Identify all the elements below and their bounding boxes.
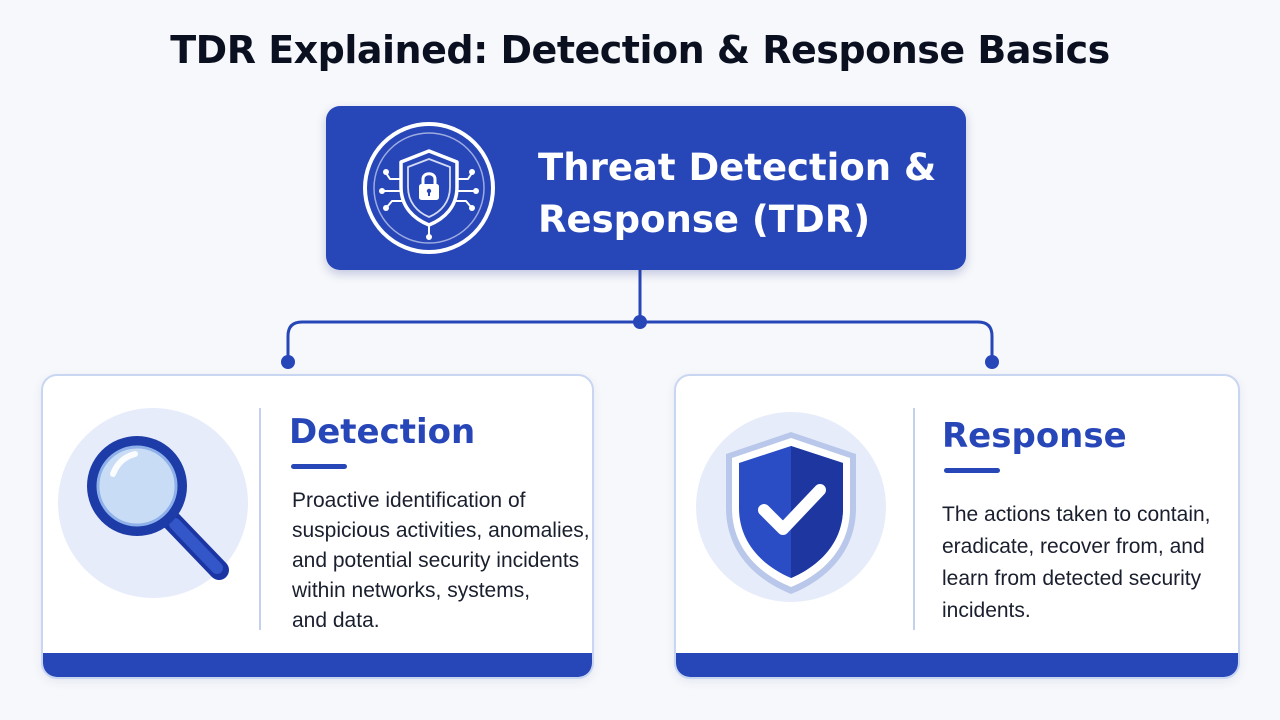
detection-divider [259,408,261,630]
detection-card: Detection Proactive identification of su… [41,374,594,679]
connector-junction-dot [633,315,647,329]
detection-description-line: within networks, systems, [292,579,531,602]
response-divider [913,408,915,630]
response-card: Response The actions taken to contain, e… [674,374,1240,679]
detection-description-line: and data. [292,609,380,632]
response-description: The actions taken to contain, eradicate,… [942,499,1211,627]
connector-branch-right [640,320,994,362]
response-description-line: incidents. [942,599,1031,622]
detection-description-line: Proactive identification of [292,489,526,512]
response-card-accent-bar [676,653,1238,677]
main-node-title-line1: Threat Detection & [538,146,937,189]
detection-description-line: and potential security incidents [292,549,580,572]
connector-end-dot-left [281,355,295,369]
connector-branch-left [286,320,640,362]
main-node-title: Threat Detection & Response (TDR) [538,142,948,246]
response-heading-underline [944,468,1000,473]
response-description-line: learn from detected security [942,567,1202,590]
response-heading: Response [942,416,1127,456]
magnifying-glass-icon [71,420,241,590]
detection-heading-underline [291,464,347,469]
detection-description: Proactive identification of suspicious a… [292,486,590,636]
main-node-title-line2: Response (TDR) [538,198,871,241]
shield-lock-icon [362,121,496,255]
main-node: Threat Detection & Response (TDR) [326,106,966,270]
response-description-line: The actions taken to contain, [942,503,1211,526]
detection-description-line: suspicious activities, anomalies, [292,519,590,542]
shield-check-icon [716,428,866,598]
page-title: TDR Explained: Detection & Response Basi… [170,28,1110,72]
connector-end-dot-right [985,355,999,369]
detection-heading: Detection [289,412,476,452]
detection-card-accent-bar [43,653,592,677]
response-description-line: eradicate, recover from, and [942,535,1205,558]
